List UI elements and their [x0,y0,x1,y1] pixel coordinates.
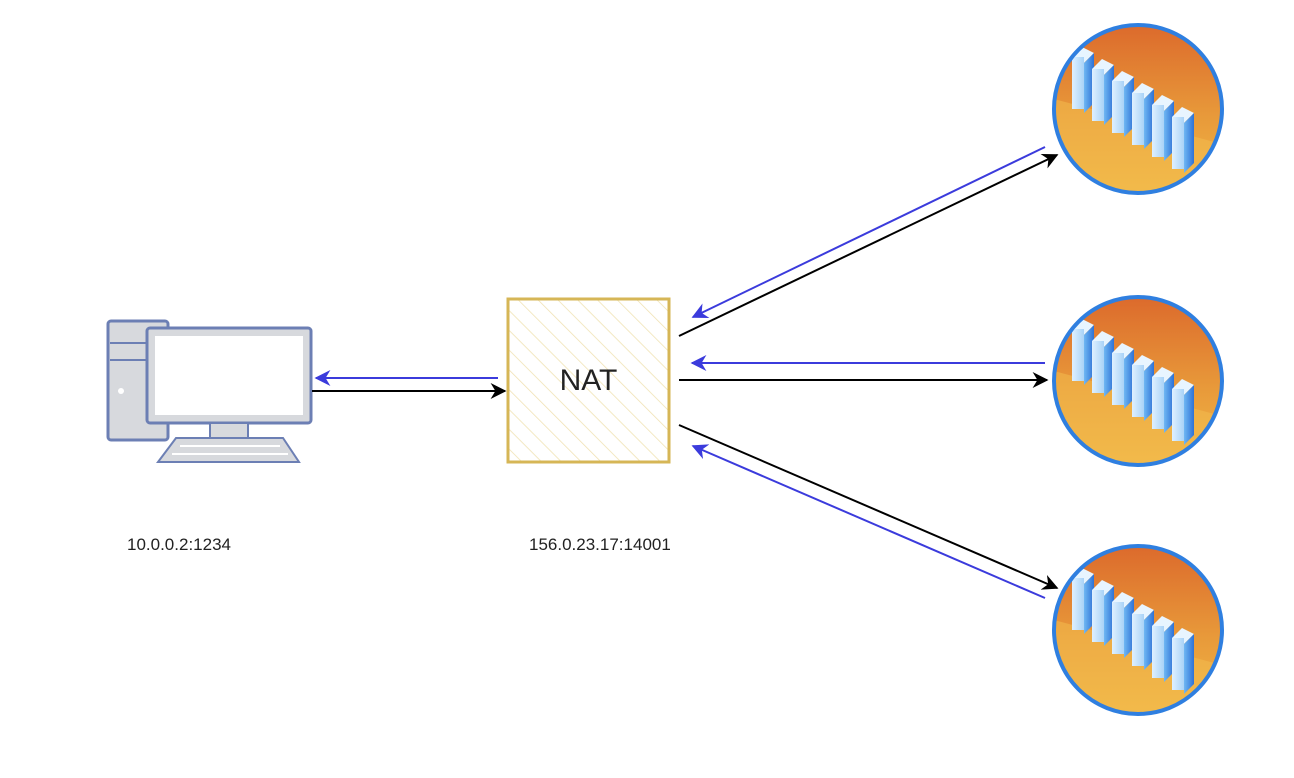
desktop-computer-icon [106,319,313,463]
response-arrow-server-3-to-nat [691,444,1046,599]
nat-label: NAT [559,363,618,397]
nat-public-address-label: 156.0.23.17:14001 [529,535,671,554]
server-cluster-icon [1054,25,1222,199]
nat-box [506,297,671,464]
response-arrow-server-1-to-nat [691,146,1046,318]
client-address-label: 10.0.0.2:1234 [127,535,231,554]
request-arrow-nat-to-server-3 [678,424,1059,590]
server-cluster-icon [1054,546,1222,720]
server-cluster-icon [1054,297,1222,471]
request-arrow-nat-to-server-1 [678,154,1059,337]
